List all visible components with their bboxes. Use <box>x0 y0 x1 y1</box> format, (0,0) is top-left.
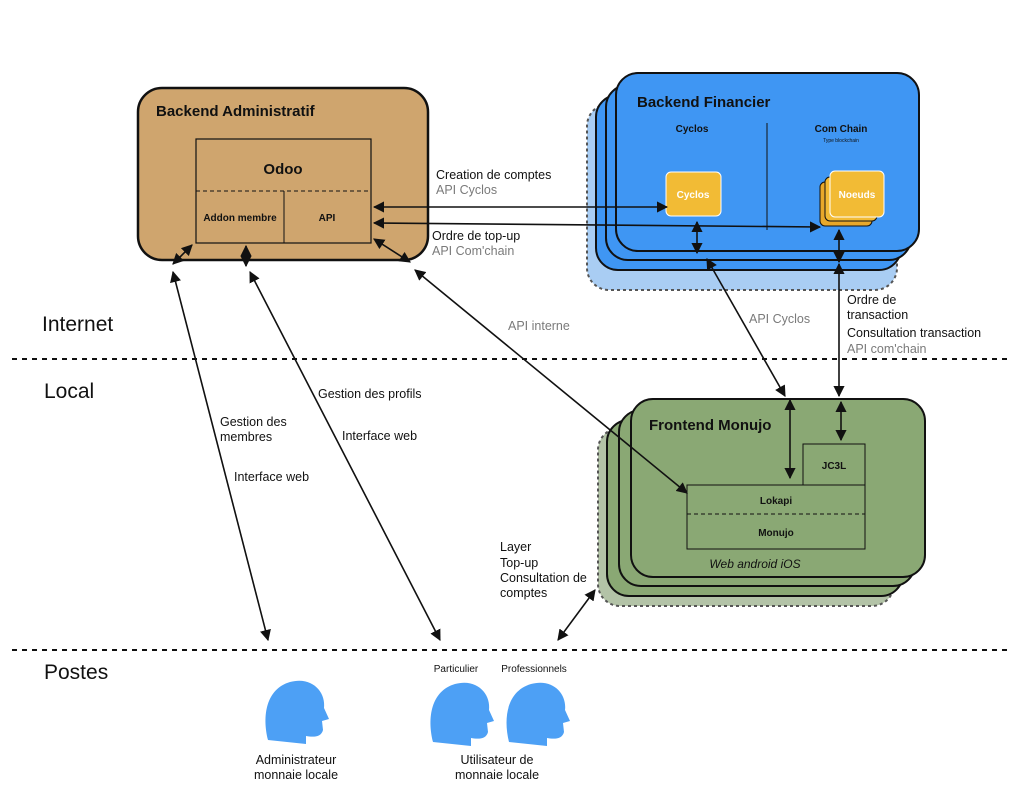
label-ordre-2: transaction <box>847 308 908 322</box>
label-professionnels: Professionnels <box>501 664 567 675</box>
person-icon-professionnels <box>506 682 570 746</box>
label-consult-2: comptes <box>500 586 547 600</box>
arrow-api-noeuds <box>372 217 822 233</box>
api-label: API <box>319 213 336 224</box>
label-api-comchain-2: API com'chain <box>847 342 927 356</box>
label-api-cyclos-2: API Cyclos <box>749 312 810 326</box>
comchain-header: Com Chain <box>815 124 868 135</box>
cyclos-header: Cyclos <box>676 124 709 135</box>
arrow-api-down <box>373 238 411 263</box>
noeuds-node: Noeuds <box>819 170 885 227</box>
backend-administratif: Backend Administratif Odoo Addon membre … <box>136 86 430 262</box>
zone-internet: Internet <box>42 313 113 336</box>
label-consultation: Consultation transaction <box>847 326 981 340</box>
jc3l-label: JC3L <box>822 461 846 472</box>
lokapi-label: Lokapi <box>760 496 792 507</box>
label-topup-2: Top-up <box>500 556 538 570</box>
frontend-monujo: Frontend Monujo JC3L Lokapi Monujo Web a… <box>597 398 926 607</box>
zone-postes: Postes <box>44 661 108 684</box>
label-interface-web-2: Interface web <box>234 470 309 484</box>
arrow-cyclos-monujo <box>706 258 786 397</box>
arrow-api-interne <box>414 269 688 494</box>
label-gestion-membres-1: Gestion des <box>220 415 287 429</box>
arrows <box>170 201 847 642</box>
backend-financier: Backend Financier Cyclos Com Chain Type … <box>586 72 920 291</box>
arrow-gestion-membres <box>170 270 271 642</box>
label-admin-1: Administrateur <box>256 753 337 767</box>
comchain-subtitle: Type blockchain <box>823 138 859 144</box>
arrow-gestion-profils <box>249 271 441 641</box>
label-creation: Creation de comptes <box>436 168 551 182</box>
addon-membre-label: Addon membre <box>203 213 277 224</box>
backend-admin-title: Backend Administratif <box>156 103 316 120</box>
label-user-2: monnaie locale <box>455 768 539 782</box>
label-layer: Layer <box>500 540 531 554</box>
label-ordre-1: Ordre de <box>847 293 896 307</box>
frontend-title: Frontend Monujo <box>649 417 771 434</box>
cyclos-node: Cyclos <box>665 171 722 217</box>
label-consult-1: Consultation de <box>500 571 587 585</box>
odoo-label: Odoo <box>263 161 302 178</box>
platforms-label: Web android iOS <box>709 557 800 571</box>
label-gestion-membres-2: membres <box>220 430 272 444</box>
monujo-label: Monujo <box>758 528 794 539</box>
label-particulier: Particulier <box>434 664 479 675</box>
arrow-frontend-users <box>557 589 596 641</box>
label-interface-web-1: Interface web <box>342 429 417 443</box>
label-user-1: Utilisateur de <box>461 753 534 767</box>
person-icon-particulier <box>430 682 494 746</box>
label-api-comchain-1: API Com'chain <box>432 244 514 258</box>
zone-local: Local <box>44 380 94 403</box>
label-admin-2: monnaie locale <box>254 768 338 782</box>
cyclos-node-label: Cyclos <box>677 190 710 201</box>
arrow-admin-left <box>172 244 193 265</box>
person-icon-admin <box>265 680 329 744</box>
label-gestion-profils: Gestion des profils <box>318 387 422 401</box>
label-topup: Ordre de top-up <box>432 229 520 243</box>
backend-fin-title: Backend Financier <box>637 94 771 111</box>
noeuds-node-label: Noeuds <box>839 190 876 201</box>
label-api-interne: API interne <box>508 319 570 333</box>
label-api-cyclos-1: API Cyclos <box>436 183 497 197</box>
